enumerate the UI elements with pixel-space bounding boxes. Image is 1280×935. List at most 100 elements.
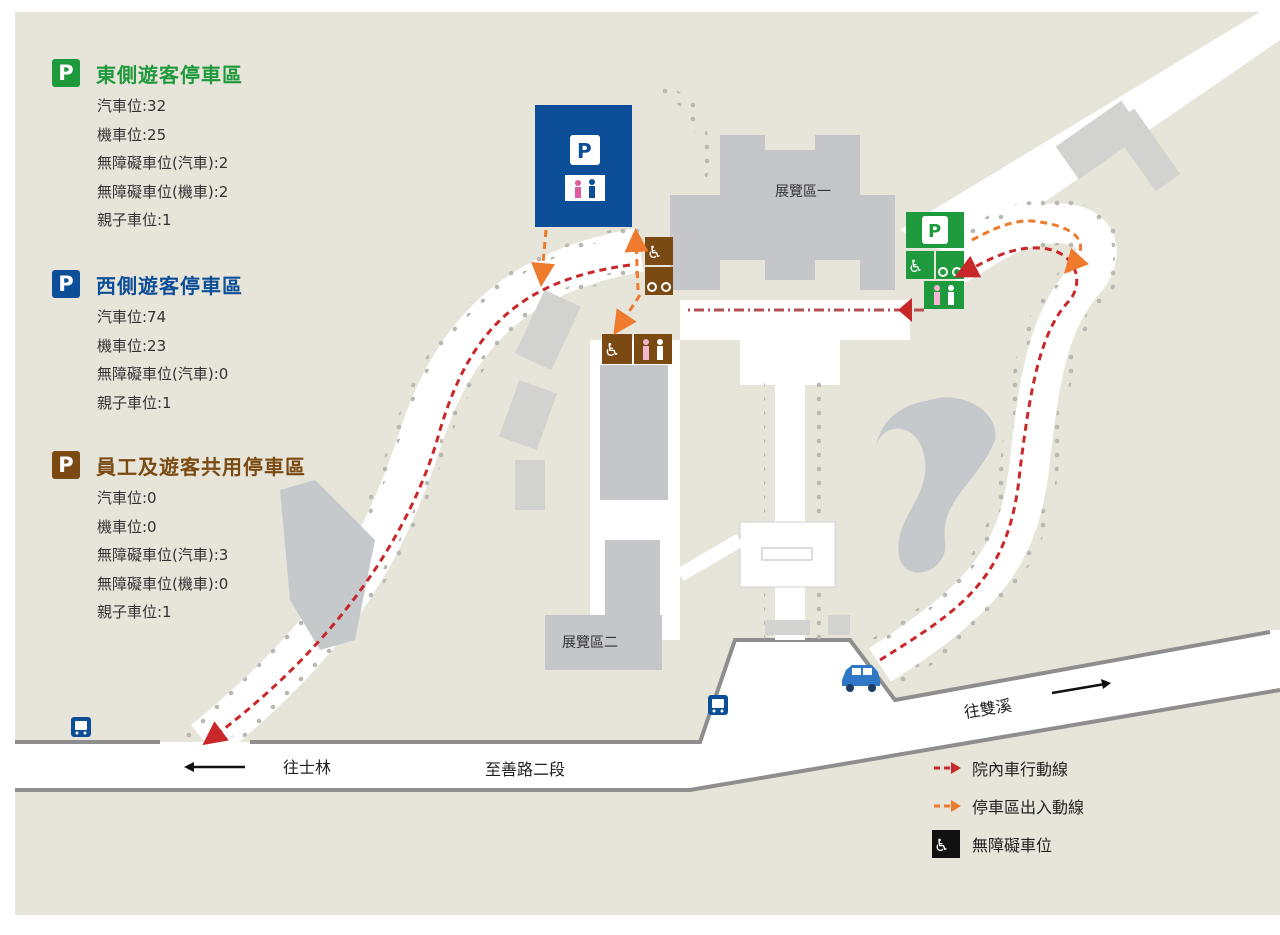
list-item: 無障礙車位(機車):0: [97, 574, 229, 593]
list-item: 無障礙車位(汽車):3: [97, 546, 229, 564]
parking-icon-west-glyph: P: [577, 139, 592, 163]
parking-icon-west: [570, 135, 600, 165]
west-parking-panel: P 西側遊客停車區 汽車位:74 機車位:23 無障礙車位(汽車):0 親子車位…: [52, 269, 243, 417]
wheelchair-icon-staff-1-glyph: ♿: [647, 243, 662, 263]
legend-route-parking: 停車區出入動線: [932, 792, 1084, 820]
legend-accessible: ♿ 無障礙車位: [932, 830, 1084, 858]
staff-parking-list: 汽車位:0 機車位:0 無障礙車位(汽車):3 無障礙車位(機車):0 親子車位…: [97, 484, 306, 627]
gate-plaza: [765, 620, 810, 635]
family-icon-staff: [634, 334, 672, 364]
family-icon-west-body-2: [589, 186, 595, 198]
list-item: 機車位:0: [97, 517, 157, 536]
parking-icon: P: [52, 59, 80, 87]
plaza-2: [740, 335, 840, 385]
parking-icon: P: [52, 451, 80, 479]
arrow-left-icon-head: [184, 762, 194, 772]
family-icon-staff-body-2: [657, 346, 663, 360]
route-inside-east: [879, 246, 1079, 662]
family-icon-east-head-2: [948, 285, 954, 291]
list-item: 汽車位:74: [97, 308, 167, 326]
route-parking-west-out: [531, 229, 556, 287]
list-item: 無障礙車位(汽車):2: [97, 154, 229, 172]
north-trees: [659, 88, 710, 182]
list-item: 無障礙車位(汽車):0: [97, 365, 229, 383]
wheelchair-icon-staff-1: [645, 237, 673, 265]
list-item: 親子車位:1: [97, 211, 172, 229]
hall-2-building-b: [545, 540, 662, 670]
arrow-right-icon-head: [1101, 679, 1111, 689]
staff-parking-title: 員工及遊客共用停車區: [96, 454, 306, 479]
family-icon-east-body-2: [948, 292, 954, 305]
route-parking-staff: [613, 294, 642, 335]
wheelchair-icon-east-glyph: ♿: [908, 257, 923, 277]
svg-text:♿: ♿: [934, 836, 949, 856]
family-icon-west-head-2: [589, 179, 595, 185]
axis-trees-right: [812, 380, 821, 640]
main-road: [15, 630, 1280, 790]
family-icon-west-head-1: [575, 180, 581, 186]
axis-trees-left: [764, 380, 773, 640]
route-inside-plaza-arrow: [898, 298, 912, 322]
motorcycle-icon-staff-wheel-2: [661, 282, 671, 292]
family-icon-east-body-1: [934, 292, 940, 305]
legend-accessible-label: 無障礙車位: [972, 836, 1053, 855]
road-edge-bottom: [15, 688, 1280, 792]
arrow-right-icon: [1051, 682, 1106, 695]
car-icon: [842, 665, 880, 692]
pavilion: [739, 521, 836, 588]
parking-icon: P: [52, 270, 80, 298]
parking-icon-east: [922, 216, 948, 244]
list-item: 汽車位:32: [97, 97, 167, 115]
wheelchair-icon-east: [906, 251, 934, 279]
route-parking-icon: [934, 800, 961, 812]
list-item: 無障礙車位(機車):2: [97, 182, 229, 201]
building-w1: [515, 289, 581, 371]
list-item: 親子車位:1: [97, 393, 172, 412]
guard-house: [828, 615, 850, 635]
family-icon-east-head: [934, 285, 940, 291]
motorcycle-icon-east-wheel-1: [938, 267, 948, 277]
legend-route-inside: 院內車行動線: [932, 754, 1084, 782]
family-icon-west-body-1: [575, 187, 581, 198]
bus-stop-icon-center: [708, 695, 728, 715]
building-w3: [515, 460, 545, 510]
wheelchair-icon: ♿: [932, 830, 960, 858]
diagonal-path: [676, 533, 744, 582]
building-w2: [498, 379, 558, 451]
pond: [875, 397, 996, 573]
motorcycle-icon-staff-wheel-1: [647, 282, 657, 292]
route-inside-icon: [934, 762, 961, 774]
east-parking-list: 汽車位:32 機車位:25 無障礙車位(汽車):2 無障礙車位(機車):2 親子…: [97, 92, 243, 235]
east-parking-title: 東側遊客停車區: [96, 62, 243, 87]
family-icon-west: [565, 175, 605, 201]
wheelchair-icon-staff-2: [602, 334, 632, 364]
route-inside-west: [202, 263, 631, 746]
bus-stop-icon-west: [71, 717, 91, 737]
family-icon-east: [924, 281, 964, 309]
west-driveway-trees-a: [175, 223, 641, 746]
west-parking-area: [535, 105, 632, 227]
family-icon-staff-head-2: [657, 339, 663, 345]
building-ne-2: [1109, 108, 1181, 192]
hall-1-label: 展覽區一: [775, 184, 831, 200]
list-item: 汽車位:0: [97, 489, 157, 507]
hall-2-label: 展覽區二: [562, 635, 618, 651]
east-driveway-trees-b: [892, 199, 1123, 689]
west-parking-title: 西側遊客停車區: [96, 273, 243, 298]
central-axis: [775, 380, 805, 640]
list-item: 機車位:23: [97, 336, 167, 355]
road-name-label: 至善路二段: [485, 760, 565, 779]
route-parking-east: [971, 219, 1089, 274]
family-icon-staff-body-1: [643, 346, 649, 360]
legend-route-inside-label: 院內車行動線: [972, 760, 1069, 779]
route-parking-west-in: [624, 228, 649, 291]
list-item: 機車位:25: [97, 125, 167, 144]
pavilion-inner: [761, 547, 813, 561]
list-item: 親子車位:1: [97, 603, 172, 621]
family-icon-staff-head-1: [643, 339, 649, 345]
legend-route-parking-label: 停車區出入動線: [972, 798, 1085, 817]
plaza-1: [680, 300, 910, 340]
pond-west: [280, 480, 375, 650]
map-legend: 院內車行動線 停車區出入動線 ♿ 無障礙車位: [932, 754, 1084, 868]
